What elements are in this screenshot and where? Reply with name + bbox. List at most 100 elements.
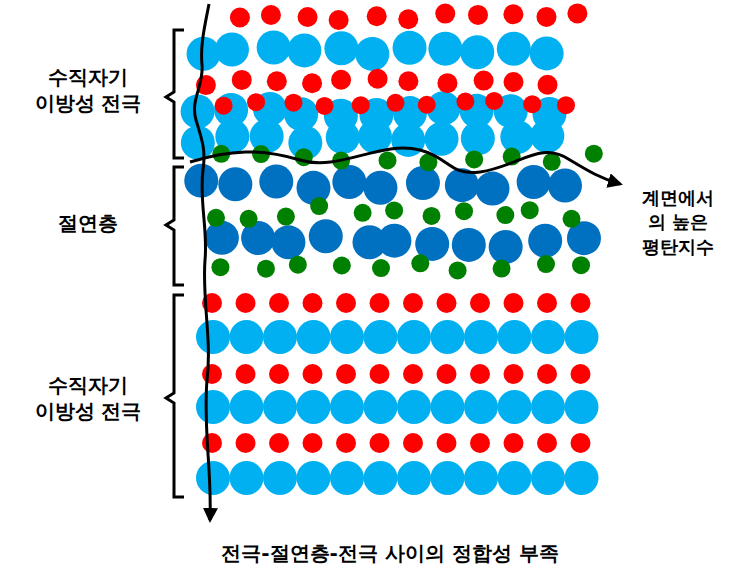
atom: [498, 320, 532, 354]
atom: [498, 390, 532, 424]
atom: [236, 364, 256, 384]
atom: [236, 433, 256, 453]
atom: [470, 433, 490, 453]
atom: [523, 95, 541, 113]
atom: [247, 93, 265, 111]
interface-path: [190, 148, 620, 184]
atom: [370, 293, 390, 313]
atom: [377, 224, 411, 258]
electrode-label: 수직자기 이방성 전극: [26, 64, 150, 116]
bracket: [166, 167, 184, 285]
atom: [259, 165, 293, 199]
atom: [202, 364, 222, 384]
atom: [537, 433, 557, 453]
atom: [240, 210, 258, 228]
interface-note: 계면에서 의 높은 평탄지수: [630, 186, 726, 259]
atom: [303, 364, 323, 384]
atom: [449, 261, 467, 279]
atom: [269, 364, 289, 384]
atom: [571, 364, 591, 384]
atom: [364, 390, 398, 424]
atom: [423, 207, 441, 225]
atom: [398, 71, 418, 91]
atom: [336, 433, 356, 453]
caption: 전극-절연층-전극 사이의 정합성 부족: [60, 540, 720, 567]
atom: [465, 150, 483, 168]
atom: [387, 94, 405, 112]
atom: [397, 320, 431, 354]
atom: [485, 92, 503, 110]
atom: [567, 3, 587, 23]
atom: [503, 4, 523, 24]
atom: [364, 320, 398, 354]
atom: [232, 70, 252, 90]
atom: [285, 94, 303, 112]
atom: [207, 209, 225, 227]
atom: [452, 228, 486, 262]
atom: [363, 171, 397, 205]
atom: [196, 320, 230, 354]
atom: [330, 461, 364, 495]
atom: [230, 7, 250, 27]
atom: [329, 10, 349, 30]
atom: [437, 364, 457, 384]
atom: [403, 364, 423, 384]
atom: [271, 225, 305, 259]
atom: [496, 206, 514, 224]
atom: [211, 258, 229, 276]
atom: [431, 390, 465, 424]
atom: [571, 433, 591, 453]
atom: [585, 145, 603, 163]
atom: [303, 293, 323, 313]
atom: [379, 151, 397, 169]
atom: [289, 256, 307, 274]
atom: [324, 31, 358, 65]
atom: [370, 364, 390, 384]
atom: [398, 9, 418, 29]
atom: [530, 119, 564, 153]
atom: [464, 390, 498, 424]
atom: [461, 121, 495, 155]
atom: [572, 256, 590, 274]
atom: [263, 461, 297, 495]
atom: [303, 433, 323, 453]
brackets: [166, 30, 184, 497]
atom: [298, 7, 318, 27]
electrode-label: 수직자기 이방성 전극: [26, 372, 150, 424]
atom: [336, 364, 356, 384]
conduction-path: [194, 4, 210, 520]
atom: [397, 461, 431, 495]
atom-lattice: [181, 3, 603, 495]
atom: [500, 120, 534, 154]
insulator-label: 절연층: [26, 210, 150, 236]
atom: [332, 165, 366, 199]
atom: [330, 390, 364, 424]
atom: [456, 93, 474, 111]
atom: [504, 293, 524, 313]
atom: [368, 69, 388, 89]
atom: [297, 320, 331, 354]
atom: [565, 461, 599, 495]
atom: [460, 35, 494, 69]
atom: [257, 31, 291, 65]
atom: [316, 97, 334, 115]
atom: [393, 31, 427, 65]
atom: [411, 254, 429, 272]
atom: [464, 461, 498, 495]
atom: [269, 433, 289, 453]
atom: [267, 71, 287, 91]
atom: [367, 6, 387, 26]
atom: [565, 320, 599, 354]
atom: [230, 390, 264, 424]
atom: [437, 73, 457, 93]
atom: [538, 75, 558, 95]
atom: [263, 320, 297, 354]
atom: [215, 97, 233, 115]
atom: [536, 7, 556, 27]
atom: [425, 122, 459, 156]
atom: [530, 36, 564, 70]
atom: [437, 293, 457, 313]
atom: [521, 201, 539, 219]
atom: [230, 461, 264, 495]
atom: [537, 255, 555, 273]
